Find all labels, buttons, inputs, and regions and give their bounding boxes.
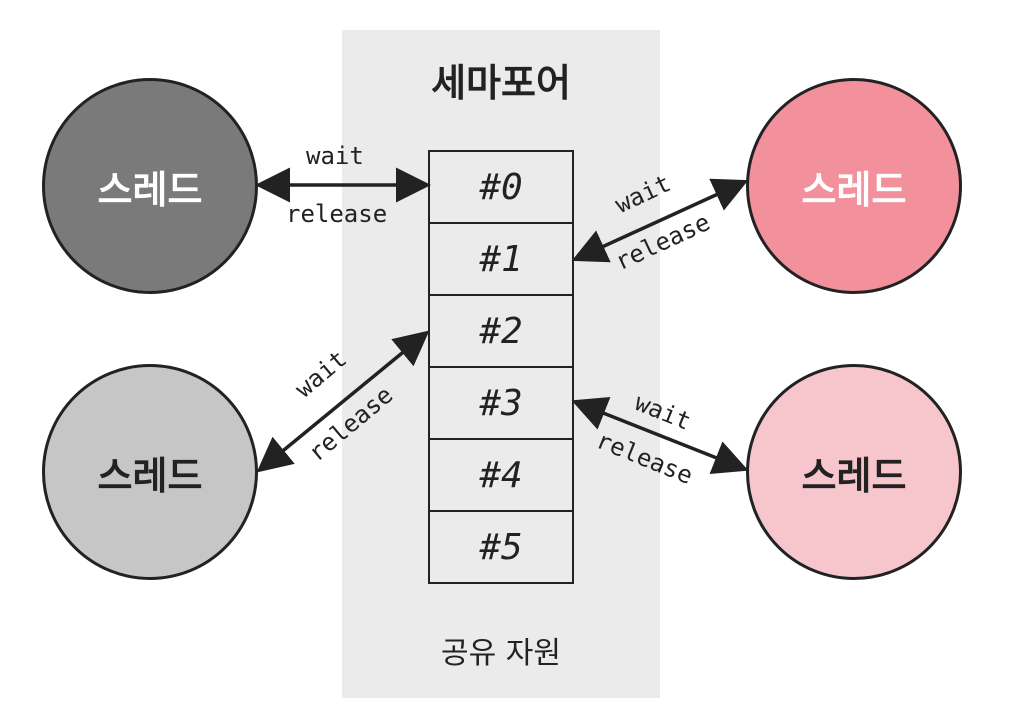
- thread-node-bottom-left: 스레드: [42, 364, 258, 580]
- arrow-bottom-left: [256, 330, 430, 473]
- thread-node-top-left: 스레드: [42, 78, 258, 294]
- arrow-top-right: [571, 178, 749, 263]
- thread-node-bottom-right: 스레드: [746, 364, 962, 580]
- resource-slot: #3: [430, 368, 572, 440]
- thread-node-top-right: 스레드: [746, 78, 962, 294]
- thread-label: 스레드: [97, 453, 203, 498]
- thread-label: 스레드: [97, 167, 203, 212]
- resource-slot: #1: [430, 224, 572, 296]
- thread-label: 스레드: [801, 453, 907, 498]
- thread-label: 스레드: [801, 167, 907, 212]
- resource-slot: #2: [430, 296, 572, 368]
- arrow-bottom-right: [571, 397, 749, 474]
- resource-slot: #4: [430, 440, 572, 512]
- semaphore-title: 세마포어: [431, 61, 571, 105]
- release-label: release: [286, 200, 388, 228]
- resource-slot: #5: [479, 526, 523, 568]
- shared-resource-label: 공유 자원: [441, 636, 561, 671]
- resource-slot: #0: [430, 152, 572, 224]
- wait-label: wait: [306, 142, 364, 170]
